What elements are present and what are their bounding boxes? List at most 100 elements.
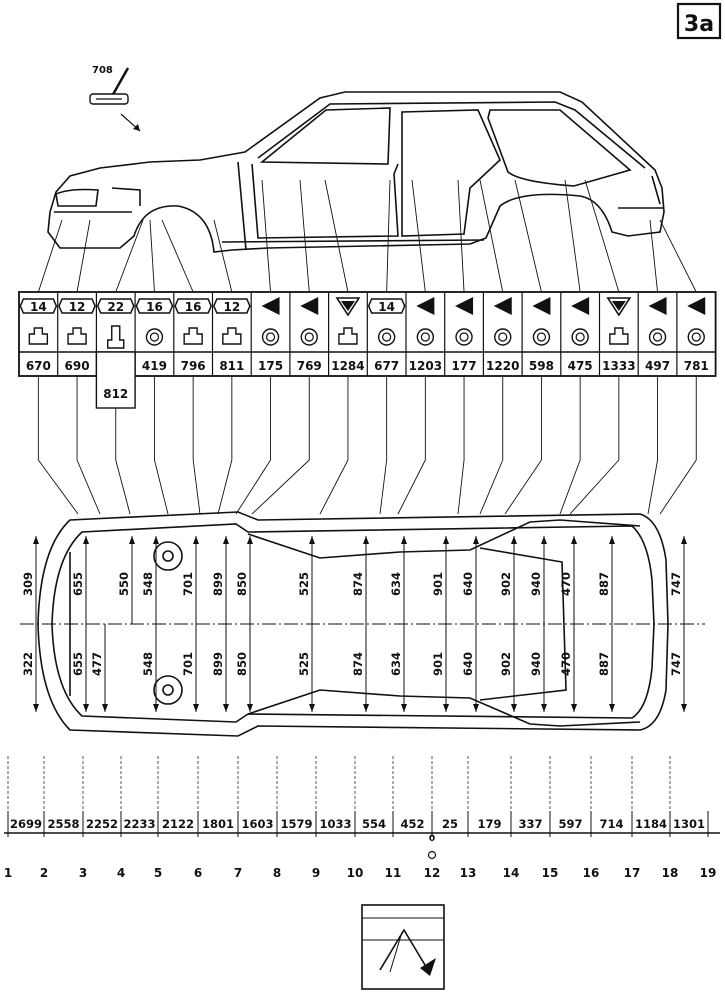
half-width-value: 525 bbox=[297, 572, 311, 596]
triangle-left-icon bbox=[532, 297, 551, 315]
triangle-left-icon bbox=[571, 297, 590, 315]
table-column: 1203 bbox=[409, 297, 442, 373]
half-width-value: 901 bbox=[431, 652, 445, 676]
ring-holder-icon bbox=[416, 328, 435, 346]
ring-holder-icon bbox=[300, 328, 318, 346]
block-holder-icon bbox=[609, 327, 629, 345]
half-width-value: 747 bbox=[669, 652, 683, 676]
half-width-value: 309 bbox=[21, 572, 35, 596]
station-number: 2 bbox=[40, 866, 48, 880]
half-width-value: 550 bbox=[117, 572, 131, 596]
half-width-value: 850 bbox=[235, 572, 249, 596]
triangle-left-icon bbox=[300, 297, 319, 315]
table-column: 16 796 bbox=[174, 298, 212, 373]
triangle-left-icon bbox=[416, 297, 435, 315]
station-number: 15 bbox=[542, 866, 559, 880]
station-number: 12 bbox=[424, 866, 441, 880]
hex-symbol-icon bbox=[213, 298, 251, 314]
column-value: 497 bbox=[645, 359, 670, 373]
column-value: 475 bbox=[568, 359, 593, 373]
triangle-left-icon bbox=[687, 297, 706, 315]
car-top-view bbox=[37, 511, 669, 737]
half-width-value: 701 bbox=[181, 652, 195, 676]
column-value: 769 bbox=[297, 359, 322, 373]
table-column: 177 bbox=[452, 297, 477, 373]
triangle-left-icon bbox=[493, 297, 512, 315]
column-value: 796 bbox=[181, 359, 206, 373]
station-number: 5 bbox=[154, 866, 162, 880]
ring-holder-icon bbox=[532, 328, 551, 346]
half-width-value: 640 bbox=[461, 572, 475, 596]
half-width-value: 470 bbox=[559, 572, 573, 596]
table-column: 769 bbox=[297, 297, 322, 373]
station-number: 10 bbox=[347, 866, 364, 880]
half-width-value: 902 bbox=[499, 572, 513, 596]
hex-symbol-label: 16 bbox=[146, 300, 163, 314]
hex-symbol-label: 14 bbox=[30, 300, 47, 314]
table-column: 1333 bbox=[602, 297, 636, 373]
hex-symbol-icon bbox=[174, 298, 212, 314]
inset-detail bbox=[361, 904, 445, 990]
hex-symbol-icon bbox=[135, 298, 174, 314]
station-number: 17 bbox=[624, 866, 641, 880]
half-width-value: 634 bbox=[389, 572, 403, 596]
half-width-value: 525 bbox=[297, 652, 311, 676]
length-value: 1301 bbox=[673, 817, 705, 831]
block-holder-icon bbox=[338, 327, 358, 345]
ring-holder-icon bbox=[648, 328, 667, 346]
station-number: 1 bbox=[4, 866, 12, 880]
length-value: 2122 bbox=[162, 817, 194, 831]
table-column: 475 bbox=[568, 297, 593, 373]
callout-708: 708 bbox=[89, 65, 141, 132]
half-width-value: 901 bbox=[431, 572, 445, 596]
station-number: 11 bbox=[385, 866, 402, 880]
column-value: 1333 bbox=[602, 359, 635, 373]
station-number: 7 bbox=[234, 866, 242, 880]
column-value: 177 bbox=[452, 359, 477, 373]
table-column: 497 bbox=[645, 297, 670, 373]
table-column: 1220 bbox=[486, 297, 519, 373]
half-width-value: 887 bbox=[597, 572, 611, 596]
column-value: 1284 bbox=[331, 359, 364, 373]
half-width-value: 940 bbox=[529, 652, 543, 676]
length-value: 337 bbox=[518, 817, 542, 831]
hex-symbol-icon bbox=[58, 298, 96, 314]
hex-symbol-icon bbox=[367, 298, 406, 314]
column-value: 1203 bbox=[409, 359, 442, 373]
length-value: 1579 bbox=[280, 817, 312, 831]
table-column: 12 690 bbox=[58, 298, 96, 373]
half-width-value: 850 bbox=[235, 652, 249, 676]
station-number: 19 bbox=[700, 866, 717, 880]
station-number: 3 bbox=[79, 866, 87, 880]
half-width-value: 655 bbox=[71, 652, 85, 676]
station-number: 9 bbox=[312, 866, 320, 880]
hex-symbol-label: 12 bbox=[69, 300, 86, 314]
half-width-value: 701 bbox=[181, 572, 195, 596]
column-value: 781 bbox=[684, 359, 709, 373]
ring-holder-icon bbox=[571, 328, 589, 346]
half-width-value: 477 bbox=[90, 652, 104, 676]
station-number: 8 bbox=[273, 866, 281, 880]
hex-symbol-icon bbox=[96, 298, 135, 314]
column-value: 690 bbox=[65, 359, 90, 373]
triangle-left-icon bbox=[261, 297, 280, 315]
length-value: 179 bbox=[477, 817, 501, 831]
zero-marker: 0 bbox=[429, 834, 435, 844]
length-value: 1603 bbox=[241, 817, 273, 831]
page-tag: 3a bbox=[676, 2, 722, 40]
table-column: 175 bbox=[258, 297, 283, 373]
column-value: 598 bbox=[529, 359, 554, 373]
hex-symbol-label: 16 bbox=[185, 300, 202, 314]
half-width-value: 874 bbox=[351, 572, 365, 596]
station-number: 14 bbox=[503, 866, 520, 880]
column-value: 670 bbox=[26, 359, 51, 373]
half-width-value: 899 bbox=[211, 572, 225, 596]
length-value: 714 bbox=[599, 817, 623, 831]
ring-holder-icon bbox=[261, 328, 280, 346]
hex-symbol-label: 14 bbox=[378, 300, 395, 314]
ring-holder-icon bbox=[377, 328, 396, 346]
